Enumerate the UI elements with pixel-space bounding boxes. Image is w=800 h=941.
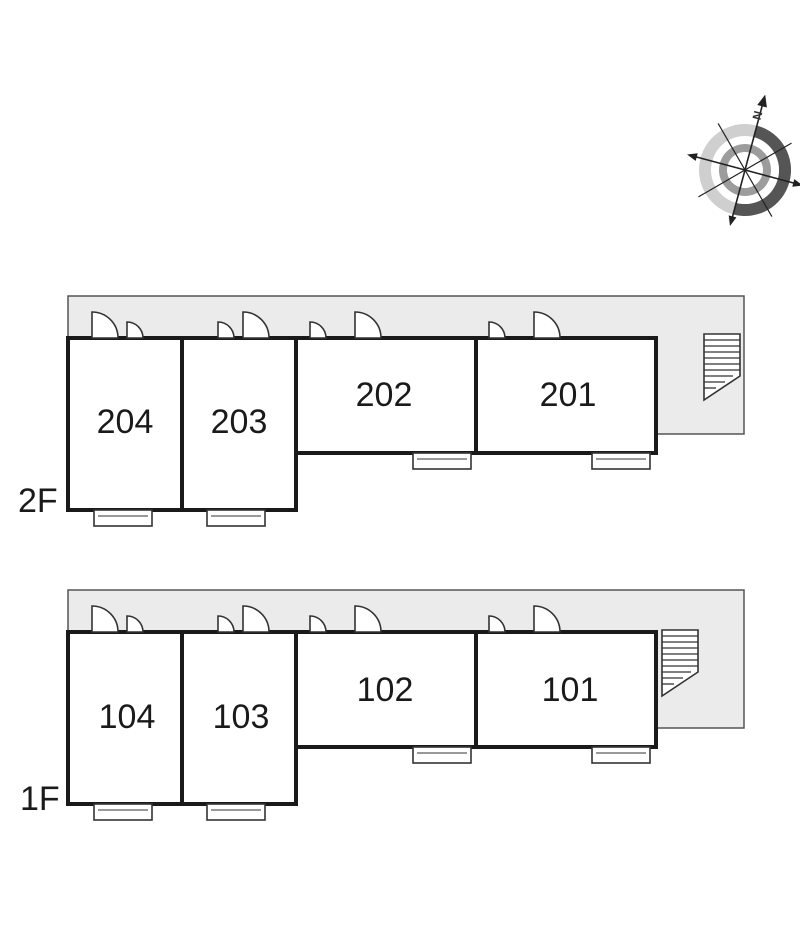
- door-icon: [217, 605, 270, 633]
- room-number: 203: [211, 403, 268, 441]
- room-number: 101: [542, 671, 599, 709]
- compass-north-arrow: [757, 94, 767, 108]
- room-103: [180, 630, 298, 806]
- balcony-icon: [206, 509, 266, 527]
- room-number: 102: [357, 671, 414, 709]
- door-icon: [488, 311, 561, 339]
- room-102: [294, 630, 478, 749]
- room-number: 104: [99, 698, 156, 736]
- door-icon: [91, 311, 144, 339]
- compass-north-label: N: [750, 109, 766, 121]
- compass-dark-quadrant: [733, 178, 790, 216]
- room-number: 201: [540, 376, 597, 414]
- compass-east-arrow: [792, 179, 800, 187]
- room-204: [66, 336, 184, 512]
- room-202: [294, 336, 478, 455]
- balcony-icon: [93, 803, 153, 821]
- room-201: [474, 336, 658, 455]
- compass-west-arrow: [687, 153, 698, 161]
- compass-ns-line: [730, 100, 765, 223]
- compass-rose-icon: N: [687, 94, 800, 227]
- balcony-icon: [591, 452, 651, 470]
- room-101: [474, 630, 658, 749]
- door-icon: [309, 605, 382, 633]
- room-number: 202: [356, 376, 413, 414]
- door-icon: [309, 311, 382, 339]
- door-icon: [488, 605, 561, 633]
- room-number: 103: [213, 698, 270, 736]
- floor-label: 2F: [18, 482, 58, 520]
- staircase-1f: [661, 629, 699, 698]
- floor-1f: 104 103 102 101 1F: [20, 589, 745, 821]
- balcony-icon: [591, 746, 651, 764]
- balcony-icon: [206, 803, 266, 821]
- room-number: 204: [97, 403, 154, 441]
- floor-2f: 204 203 202 201 2F: [18, 295, 745, 527]
- room-104: [66, 630, 184, 806]
- compass-dark-quadrant: [753, 125, 791, 182]
- balcony-icon: [412, 452, 472, 470]
- compass-south-arrow: [728, 215, 737, 227]
- staircase-2f: [703, 333, 741, 402]
- balcony-icon: [93, 509, 153, 527]
- door-icon: [91, 605, 144, 633]
- balcony-icon: [412, 746, 472, 764]
- door-icon: [217, 311, 270, 339]
- floor-label: 1F: [20, 780, 60, 818]
- compass-diag-line: [698, 142, 792, 198]
